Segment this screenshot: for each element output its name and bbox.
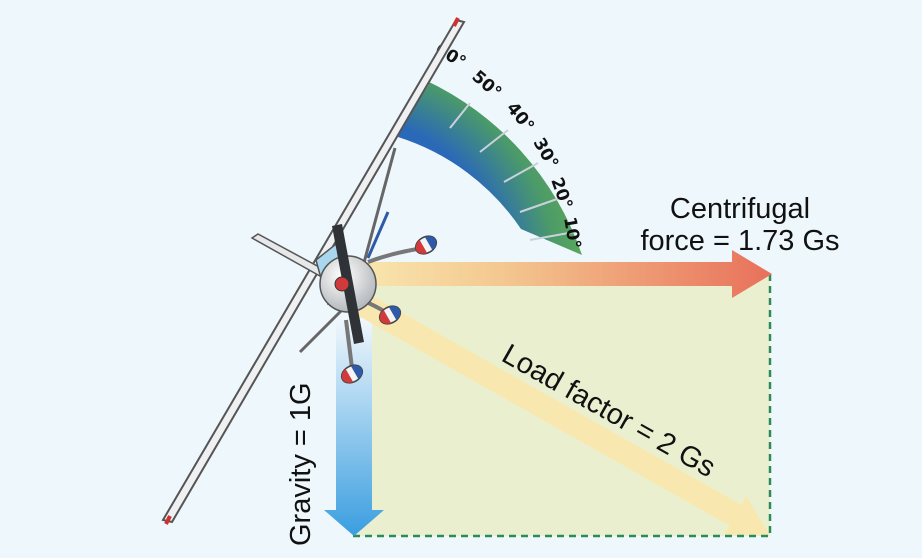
tick-mark-20 [519,197,561,213]
bank-angle-arc [398,80,582,255]
spinner [334,276,350,292]
tick-mark-40 [479,129,509,153]
centrifugal-label-line1: Centrifugal [670,193,810,225]
wing-strut-upper [360,147,397,271]
banked-airplane [161,17,466,525]
wingtip-bottom [164,515,172,525]
load-factor-arrow [349,289,770,535]
gravity-label: Gravity = 1G [285,382,317,546]
tick-label-50: 50° [468,67,505,103]
centrifugal-label-line2: force = 1.73 Gs [640,225,839,257]
gravity-arrow [324,318,384,536]
centrifugal-arrow [355,250,772,298]
dashed-outline [352,274,772,538]
tick-mark-30 [503,162,539,183]
wing-stripe [366,211,390,259]
wingtip-top [452,17,460,27]
tick-mark-10 [529,231,575,241]
tick-mark-50 [449,102,471,129]
wheel-left [378,305,402,325]
wheel-nose [340,364,364,384]
bank-angle-tick-marks [417,83,575,241]
wheel-right [414,235,438,255]
nose-gear-leg [344,319,354,369]
